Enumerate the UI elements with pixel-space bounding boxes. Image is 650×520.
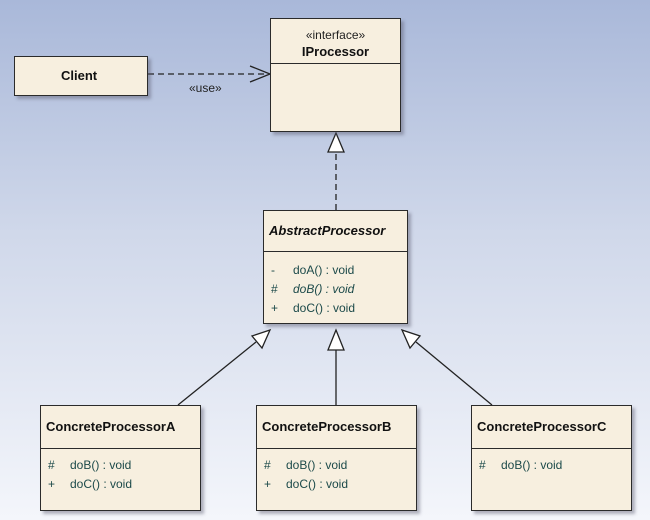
concrete-processor-b-class[interactable]: ConcreteProcessorB #doB() : void +doC() … — [256, 405, 417, 511]
operation-row: #doB() : void — [479, 458, 563, 472]
concrete-processor-a-class[interactable]: ConcreteProcessorA #doB() : void +doC() … — [40, 405, 201, 511]
concrete-processor-c-name: ConcreteProcessorC — [477, 419, 607, 434]
operation-row: #doB() : void — [264, 458, 348, 472]
operation-row: #doB() : void — [271, 282, 355, 296]
operation-row: -doA() : void — [271, 263, 355, 277]
realization-arrow — [327, 131, 345, 210]
iprocessor-divider — [271, 63, 400, 64]
use-dependency-arrow — [148, 65, 272, 83]
generalization-arrow-b — [327, 328, 345, 405]
operation-row: +doC() : void — [48, 477, 133, 491]
concrete-processor-c-divider — [472, 448, 631, 449]
concrete-processor-c-class[interactable]: ConcreteProcessorC #doB() : void — [471, 405, 632, 511]
iprocessor-interface[interactable]: «interface» IProcessor — [270, 18, 401, 132]
concrete-processor-a-divider — [41, 448, 200, 449]
client-class[interactable]: Client — [14, 56, 148, 96]
use-stereotype-label: «use» — [189, 81, 222, 95]
abstract-processor-divider — [264, 251, 407, 252]
concrete-processor-b-name: ConcreteProcessorB — [262, 419, 392, 434]
generalization-arrow-a — [177, 328, 272, 406]
operation-row: +doC() : void — [271, 301, 356, 315]
abstract-processor-name: AbstractProcessor — [269, 223, 386, 238]
concrete-processor-a-name: ConcreteProcessorA — [46, 419, 176, 434]
concrete-processor-b-divider — [257, 448, 416, 449]
operation-row: #doB() : void — [48, 458, 132, 472]
generalization-arrow-c — [400, 328, 493, 406]
abstract-processor-class[interactable]: AbstractProcessor -doA() : void #doB() :… — [263, 210, 408, 324]
client-class-name: Client — [61, 68, 98, 83]
iprocessor-stereotype: «interface» — [305, 28, 366, 42]
operation-row: +doC() : void — [264, 477, 349, 491]
iprocessor-name: IProcessor — [301, 44, 370, 59]
